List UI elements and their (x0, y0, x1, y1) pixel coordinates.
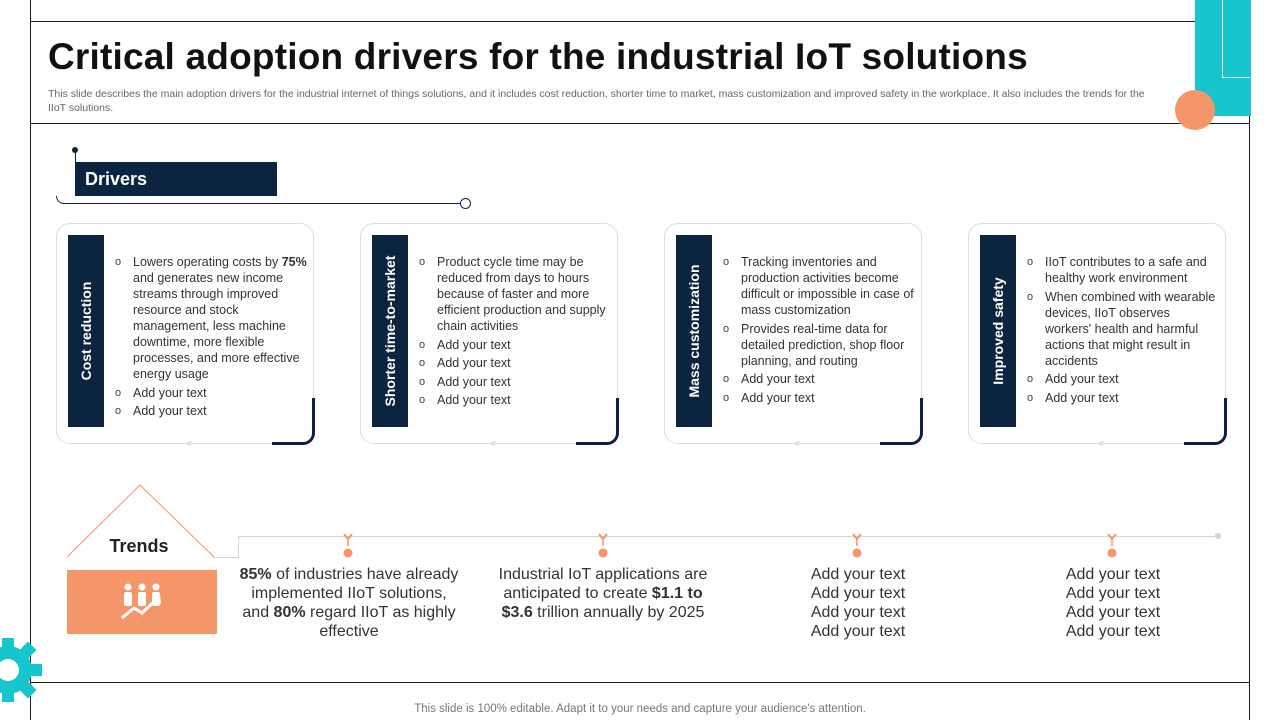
driver-card-bar: Cost reduction (68, 235, 104, 427)
trends-timeline-line (238, 536, 1218, 537)
trend-marker (598, 533, 608, 558)
drivers-connector-line (56, 196, 76, 204)
trends-diamond (66, 484, 215, 558)
trend-line: Add your text (1065, 566, 1161, 583)
page-description: This slide describes the main adoption d… (48, 88, 1145, 114)
frame-header-divider (30, 123, 1250, 124)
orange-circle-decoration (1175, 90, 1215, 130)
driver-card-shorter-time-to-market: Shorter time-to-market Product cycle tim… (360, 223, 619, 446)
driver-bullet-item: Add your text (419, 355, 611, 371)
trend-highlight: 85% (239, 566, 272, 583)
driver-card-bar: Mass customization (676, 235, 712, 427)
trend-marker (343, 533, 353, 558)
trend-line: Add your text (1065, 585, 1161, 602)
driver-bullet-item: Add your text (115, 385, 307, 401)
driver-bullet-item: Add your text (419, 337, 611, 353)
card-dot-line (491, 441, 591, 446)
trends-connector (238, 536, 260, 558)
driver-card-heading: Shorter time-to-market (382, 255, 398, 407)
teal-corner-outline (1222, 0, 1250, 78)
frame-footer-divider (30, 682, 1250, 683)
trend-line: Add your text (1065, 623, 1161, 640)
trends-label: Trends (109, 536, 169, 556)
frame-right-line (1249, 0, 1250, 720)
footer-note: This slide is 100% editable. Adapt it to… (414, 703, 866, 715)
trend-line: Add your text (810, 585, 906, 602)
driver-card-mass-customization: Mass customization Tracking inventories … (664, 223, 923, 446)
card-corner-accent (1184, 398, 1227, 445)
driver-card-cost-reduction: Cost reduction Lowers operating costs by… (56, 223, 315, 446)
card-corner-accent (576, 398, 619, 445)
trend-line: Add your text (1065, 604, 1161, 621)
drivers-label: Drivers (75, 162, 277, 196)
trend-text-2: Industrial IoT applications are anticipa… (498, 566, 708, 621)
driver-bullet-item: Add your text (1027, 371, 1219, 387)
driver-card-heading: Improved safety (990, 277, 1006, 385)
driver-bullet-item: Add your text (419, 392, 611, 408)
driver-bullet-item: Provides real-time data for detailed pre… (723, 321, 915, 369)
frame-top-line (30, 21, 1200, 22)
gear-icon (0, 638, 42, 702)
team-growth-icon (121, 583, 161, 620)
drivers-connector-horizontal (76, 203, 461, 204)
driver-card-bar: Improved safety (980, 235, 1016, 427)
drivers-connector-dot-top (72, 147, 78, 153)
driver-bullet-item: Add your text (1027, 390, 1219, 406)
driver-card-list: Product cycle time may be reduced from d… (419, 254, 611, 411)
drivers-connector-dot-end (460, 198, 471, 209)
driver-bullet-item: Product cycle time may be reduced from d… (419, 254, 611, 334)
card-corner-accent (880, 398, 923, 445)
driver-card-list: Lowers operating costs by 75% and genera… (115, 254, 307, 422)
driver-bullet-item: When combined with wearable devices, IIo… (1027, 289, 1219, 369)
trend-line: Add your text (810, 623, 906, 640)
driver-bullet-item: Add your text (419, 374, 611, 390)
card-dot-line (187, 441, 287, 446)
trend-highlight: 80% (273, 604, 306, 621)
driver-card-list: IIoT contributes to a safe and healthy w… (1027, 254, 1219, 408)
card-dot-line (1099, 441, 1199, 446)
driver-card-list: Tracking inventories and production acti… (723, 254, 915, 408)
driver-card-heading: Mass customization (686, 264, 702, 398)
driver-bullet-item: Lowers operating costs by 75% and genera… (115, 254, 307, 382)
trend-text-1: 85% of industries have already implement… (239, 566, 459, 640)
trends-icon-box (67, 570, 217, 634)
bullet-highlight: 75% (281, 255, 307, 269)
driver-bullet-item: Add your text (723, 371, 915, 387)
card-dot-line (795, 441, 895, 446)
frame-left-line (30, 0, 31, 720)
driver-card-heading: Cost reduction (78, 281, 94, 381)
trend-marker (1107, 533, 1117, 558)
driver-bullet-item: Tracking inventories and production acti… (723, 254, 915, 318)
driver-card-improved-safety: Improved safety IIoT contributes to a sa… (968, 223, 1227, 446)
card-corner-accent (272, 398, 315, 445)
driver-bullet-item: IIoT contributes to a safe and healthy w… (1027, 254, 1219, 286)
driver-bullet-item: Add your text (723, 390, 915, 406)
trends-timeline-end-dot (1215, 533, 1221, 539)
trends-connector-left (212, 557, 238, 558)
driver-card-bar: Shorter time-to-market (372, 235, 408, 427)
trend-line: Add your text (810, 604, 906, 621)
trend-highlight: $1.1 to $3.6 (501, 585, 703, 621)
trend-line: Add your text (810, 566, 906, 583)
trend-marker (852, 533, 862, 558)
driver-bullet-item: Add your text (115, 403, 307, 419)
page-title: Critical adoption drivers for the indust… (48, 36, 1028, 77)
